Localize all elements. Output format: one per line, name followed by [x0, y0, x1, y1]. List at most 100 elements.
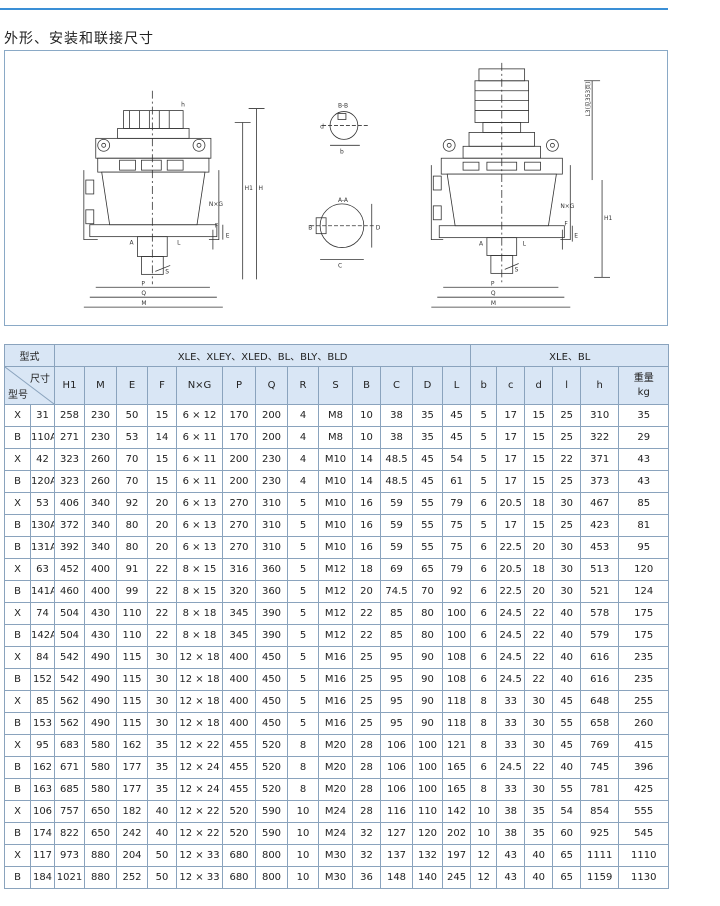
- table-cell: 340: [84, 514, 117, 537]
- table-cell: 513: [580, 558, 620, 581]
- table-cell: 28: [352, 800, 381, 823]
- table-cell: M12: [318, 558, 353, 581]
- table-cell: 75: [441, 514, 472, 537]
- table-cell: 25: [552, 470, 582, 493]
- table-cell: 106: [30, 800, 55, 823]
- table-cell: 53: [30, 492, 55, 515]
- table-cell: 8: [470, 690, 498, 713]
- table-cell: 22: [524, 646, 554, 669]
- table-cell: 580: [84, 778, 117, 801]
- table-cell: 79: [441, 492, 472, 515]
- table-cell: 430: [84, 602, 117, 625]
- table-cell: 590: [255, 800, 288, 823]
- section-aa-label-d: D: [376, 225, 381, 232]
- table-cell: 5: [470, 514, 498, 537]
- col-b: B: [352, 366, 381, 405]
- table-cell: 270: [222, 514, 256, 537]
- col-nxg: N×G: [176, 366, 223, 405]
- table-cell: 48.5: [380, 470, 413, 493]
- table-cell: 153: [30, 712, 55, 735]
- table-cell: 6: [470, 624, 498, 647]
- table-cell: 270: [222, 536, 256, 559]
- table-cell: 18: [524, 492, 554, 515]
- left-label-h: H: [259, 185, 263, 192]
- table-cell: 100: [441, 624, 472, 647]
- right-label-s: S: [515, 266, 519, 273]
- table-cell: 100: [412, 778, 443, 801]
- table-cell: 80: [116, 514, 148, 537]
- table-cell: 59: [380, 536, 413, 559]
- table-cell: 38: [496, 822, 526, 845]
- table-cell: 360: [255, 580, 288, 603]
- table-cell: 400: [222, 646, 256, 669]
- table-cell: 55: [412, 492, 443, 515]
- table-cell: 4: [287, 426, 319, 449]
- table-cell: 165: [441, 778, 472, 801]
- table-cell: 310: [255, 536, 288, 559]
- header-diagonal-cell: 尺寸 型号: [4, 366, 55, 405]
- table-cell: 6: [470, 558, 498, 581]
- table-cell: 542: [54, 668, 85, 691]
- table-cell: 95: [30, 734, 55, 757]
- col-q: Q: [255, 366, 288, 405]
- table-cell: 580: [84, 756, 117, 779]
- table-cell: 12 × 18: [176, 690, 223, 713]
- table-cell: 490: [84, 646, 117, 669]
- table-cell: 15: [524, 514, 554, 537]
- table-cell: 38: [380, 426, 413, 449]
- table-cell: 30: [147, 646, 177, 669]
- table-cell: 14: [352, 448, 381, 471]
- col-r: R: [287, 366, 319, 405]
- table-cell: 8: [287, 756, 319, 779]
- table-cell: 323: [54, 470, 85, 493]
- table-cell: 10: [470, 822, 498, 845]
- col-c: C: [380, 366, 413, 405]
- table-cell: 22: [352, 624, 381, 647]
- table-cell: 110: [412, 800, 443, 823]
- table-cell: 5: [287, 712, 319, 735]
- table-cell: 20: [352, 580, 381, 603]
- table-cell: 35: [524, 822, 554, 845]
- table-cell: 85: [618, 492, 670, 515]
- table-cell: 70: [116, 470, 148, 493]
- table-cell: 5: [287, 558, 319, 581]
- table-cell: 6: [470, 602, 498, 625]
- table-cell: 92: [116, 492, 148, 515]
- table-cell: 555: [618, 800, 670, 823]
- table-cell: 271: [54, 426, 85, 449]
- table-cell: 15: [147, 470, 177, 493]
- table-cell: 95: [380, 690, 413, 713]
- table-cell: 658: [580, 712, 620, 735]
- table-cell: 504: [54, 624, 85, 647]
- table-cell: 6 × 13: [176, 536, 223, 559]
- table-cell: 15: [524, 470, 554, 493]
- table-cell: B: [4, 756, 31, 779]
- left-label-a: A: [130, 240, 135, 247]
- table-cell: 17: [496, 470, 526, 493]
- table-cell: 95: [618, 536, 670, 559]
- col-small-d: d: [524, 366, 554, 405]
- table-cell: 1111: [580, 844, 620, 867]
- table-cell: 20: [524, 536, 554, 559]
- header-model-type: 型式: [4, 344, 55, 367]
- table-cell: 6 × 12: [176, 404, 223, 427]
- table-cell: 973: [54, 844, 85, 867]
- table-cell: B: [4, 514, 31, 537]
- table-cell: 6 × 13: [176, 492, 223, 515]
- table-cell: 345: [222, 624, 256, 647]
- table-cell: X: [4, 448, 31, 471]
- table-cell: 55: [552, 778, 582, 801]
- table-cell: 5: [287, 580, 319, 603]
- table-cell: 6: [470, 536, 498, 559]
- table-cell: 28: [352, 778, 381, 801]
- table-cell: 5: [470, 448, 498, 471]
